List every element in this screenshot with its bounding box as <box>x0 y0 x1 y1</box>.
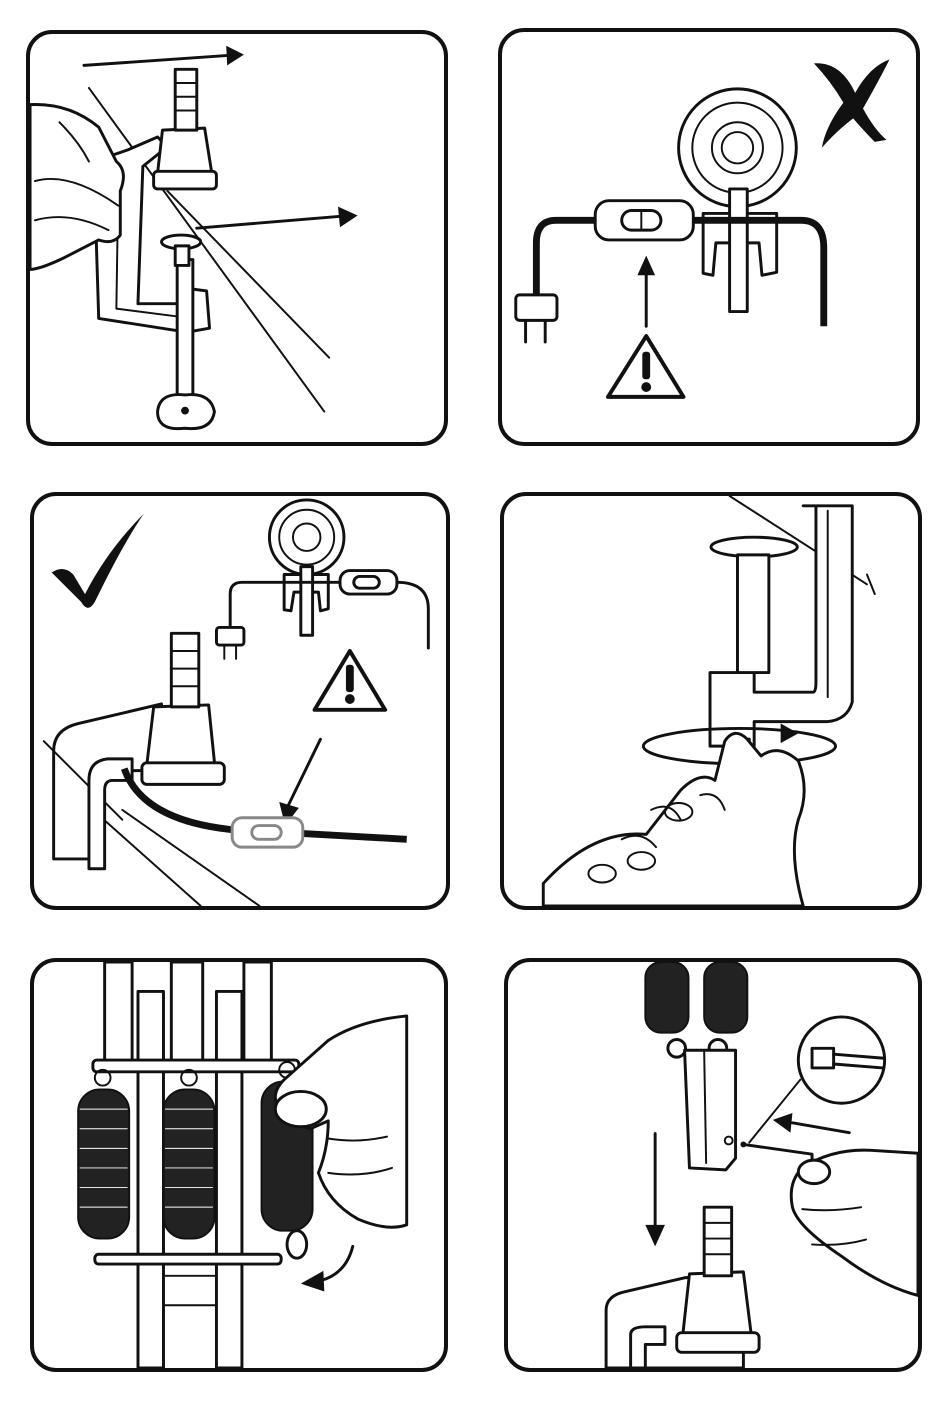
panel-wrong-routing <box>498 28 920 446</box>
clamp-illustration <box>30 34 444 442</box>
attach-springs-illustration <box>34 962 444 1368</box>
panel-tighten-clamp <box>500 492 922 910</box>
panel-attach-clamp <box>26 30 448 446</box>
arrow-down-icon <box>645 1134 665 1247</box>
warning-icon <box>315 651 386 710</box>
wrong-routing-illustration <box>502 32 916 442</box>
arrow-right-icon <box>84 46 244 66</box>
switch-icon <box>232 818 303 847</box>
plug-icon <box>216 627 243 658</box>
curved-arrow-icon <box>301 1246 353 1291</box>
panel-attach-springs <box>30 958 448 1372</box>
plug-icon <box>516 295 557 342</box>
cross-mark-icon <box>814 59 890 147</box>
arrow-left-icon <box>773 1113 849 1133</box>
tighten-clamp-illustration <box>504 496 918 906</box>
correct-routing-illustration <box>34 496 446 906</box>
spring <box>78 1089 129 1238</box>
magnifier-detail <box>749 1017 884 1143</box>
spring <box>163 1089 214 1238</box>
warning-icon <box>608 336 684 397</box>
panel-correct-routing <box>30 492 450 910</box>
mount-arm-illustration <box>508 962 918 1368</box>
panel-mount-arm <box>504 958 922 1372</box>
switch-icon <box>340 571 397 595</box>
switch-icon <box>595 201 693 240</box>
check-mark-icon <box>52 514 144 608</box>
hand <box>791 1150 918 1295</box>
allen-key <box>740 1141 812 1166</box>
arrow-right-icon <box>197 207 358 229</box>
